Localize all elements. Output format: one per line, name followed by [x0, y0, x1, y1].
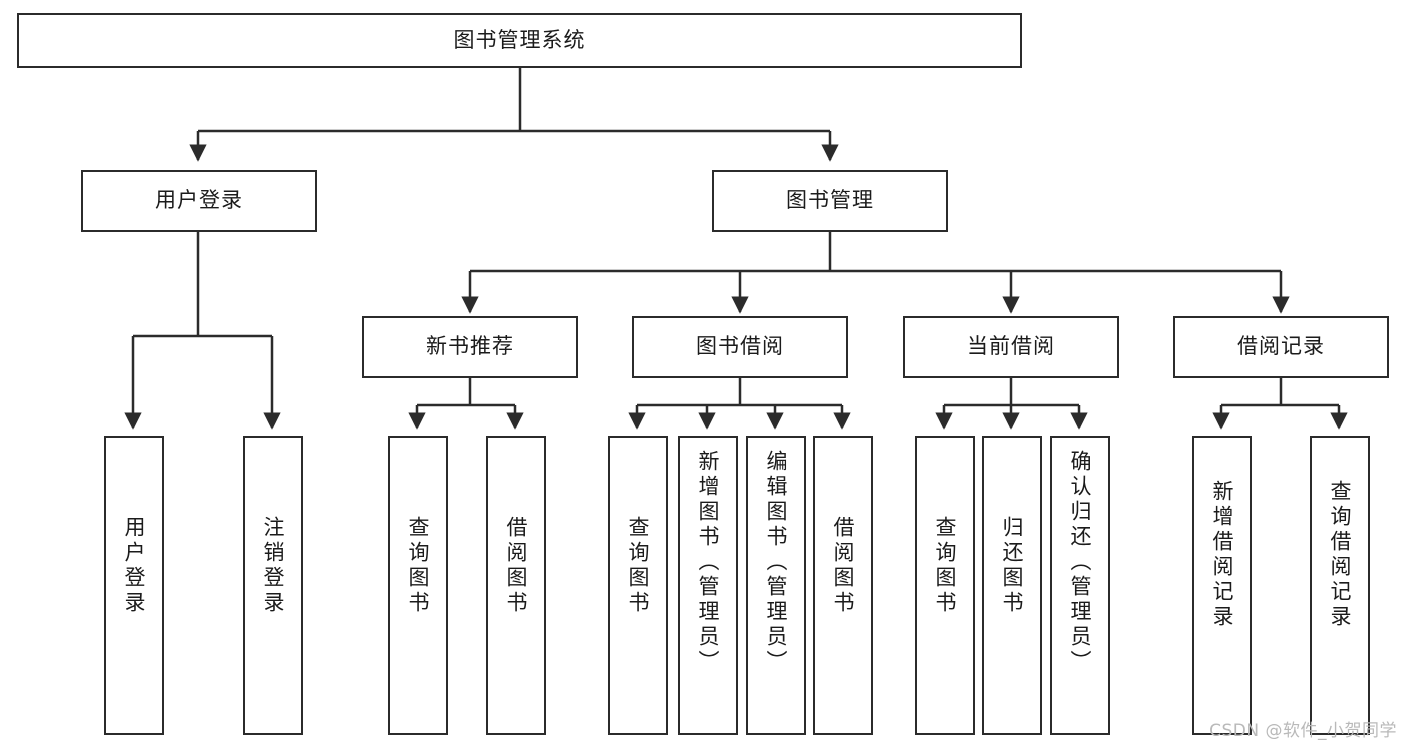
node-label: 图书管理 [786, 188, 874, 213]
node-label: 借阅记录 [1237, 334, 1325, 359]
node-label: 查询图书 [406, 516, 431, 616]
node-label: 新书推荐 [426, 334, 514, 359]
leaf-recommend-borrow-book[interactable]: 借阅图书 [486, 436, 546, 735]
leaf-user-login-login[interactable]: 用户登录 [104, 436, 164, 735]
node-label: 注销登录 [261, 516, 286, 616]
leaf-current-return-book[interactable]: 归还图书 [982, 436, 1042, 735]
node-book-management[interactable]: 图书管理 [712, 170, 948, 232]
node-label: 确认归还（管理员） [1068, 450, 1093, 675]
node-label: 归还图书 [1000, 516, 1025, 616]
node-label: 查询图书 [933, 516, 958, 616]
node-current-borrow[interactable]: 当前借阅 [903, 316, 1119, 378]
node-borrow-record[interactable]: 借阅记录 [1173, 316, 1389, 378]
leaf-current-query-book[interactable]: 查询图书 [915, 436, 975, 735]
node-label: 新增借阅记录 [1210, 480, 1235, 630]
watermark: CSDN @软件_小贺同学 [1209, 721, 1397, 741]
node-label: 新增图书（管理员） [696, 450, 721, 675]
node-label: 编辑图书（管理员） [764, 450, 789, 675]
node-label: 用户登录 [155, 188, 243, 213]
leaf-borrow-query-book[interactable]: 查询图书 [608, 436, 668, 735]
leaf-current-confirm-return-admin[interactable]: 确认归还（管理员） [1050, 436, 1110, 735]
leaf-borrow-borrow-book[interactable]: 借阅图书 [813, 436, 873, 735]
leaf-record-query-record[interactable]: 查询借阅记录 [1310, 436, 1370, 735]
node-label: 用户登录 [122, 516, 147, 616]
node-label: 借阅图书 [831, 516, 856, 616]
node-root-system[interactable]: 图书管理系统 [17, 13, 1022, 68]
node-book-borrow[interactable]: 图书借阅 [632, 316, 848, 378]
node-label: 图书借阅 [696, 334, 784, 359]
leaf-borrow-add-book-admin[interactable]: 新增图书（管理员） [678, 436, 738, 735]
node-label: 当前借阅 [967, 334, 1055, 359]
node-label: 查询图书 [626, 516, 651, 616]
leaf-recommend-query-book[interactable]: 查询图书 [388, 436, 448, 735]
leaf-record-add-record[interactable]: 新增借阅记录 [1192, 436, 1252, 735]
node-user-login[interactable]: 用户登录 [81, 170, 317, 232]
leaf-borrow-edit-book-admin[interactable]: 编辑图书（管理员） [746, 436, 806, 735]
node-new-book-recommend[interactable]: 新书推荐 [362, 316, 578, 378]
node-label: 借阅图书 [504, 516, 529, 616]
leaf-user-login-logout[interactable]: 注销登录 [243, 436, 303, 735]
node-label: 查询借阅记录 [1328, 480, 1353, 630]
node-label: 图书管理系统 [453, 27, 586, 52]
